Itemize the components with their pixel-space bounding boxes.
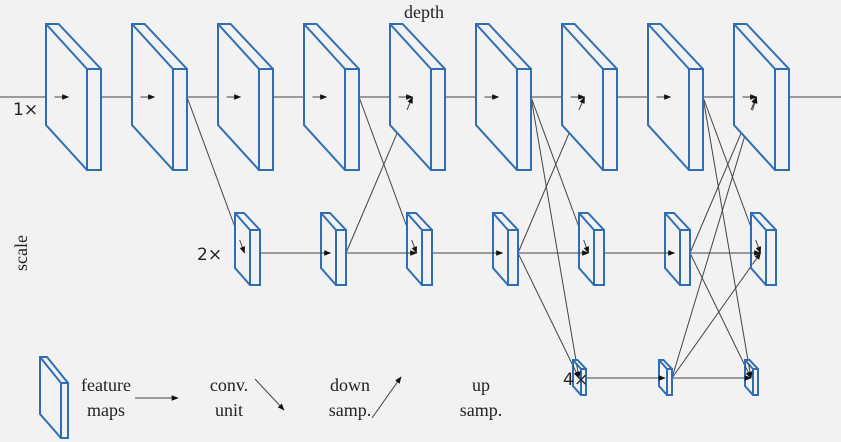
arrowhead-icon bbox=[744, 365, 752, 379]
legend-feature-maps-line2: maps bbox=[87, 400, 125, 420]
scale-axis-label: scale bbox=[11, 235, 31, 271]
legend-down-samp-line1: down bbox=[330, 375, 370, 395]
feature-map-block bbox=[45, 23, 102, 171]
legend-feature-map-icon bbox=[39, 356, 69, 439]
feature-map-block bbox=[217, 23, 274, 171]
arrowheads-layer bbox=[54, 94, 762, 381]
arrowhead-icon bbox=[755, 239, 761, 254]
down-edge bbox=[702, 96, 753, 379]
feature-map-block bbox=[389, 23, 446, 171]
feature-map-block bbox=[750, 212, 777, 286]
arrowhead-icon bbox=[583, 239, 589, 254]
feature-map-block bbox=[664, 212, 691, 286]
feature-map-block bbox=[561, 23, 618, 171]
depth-axis-label: depth bbox=[404, 2, 444, 22]
legend-conv-unit-line2: unit bbox=[215, 400, 243, 420]
feature-map-block bbox=[234, 212, 261, 286]
legend-conv-unit-line1: conv. bbox=[210, 375, 248, 395]
arrowhead-icon bbox=[406, 96, 413, 111]
feature-maps-layer bbox=[45, 23, 790, 396]
legend-down-arrow-icon bbox=[254, 378, 285, 411]
up-edge bbox=[671, 96, 758, 379]
feature-map-block bbox=[131, 23, 188, 171]
feature-map-block bbox=[406, 212, 433, 286]
legend-up-arrow-icon bbox=[371, 376, 402, 419]
feature-map-block bbox=[647, 23, 704, 171]
feature-map-block bbox=[578, 212, 605, 286]
up-edge bbox=[671, 252, 761, 379]
arrowhead-icon bbox=[572, 365, 580, 379]
legend-up-samp-line1: up bbox=[472, 375, 490, 395]
feature-map-block bbox=[475, 23, 532, 171]
arrowhead-icon bbox=[752, 252, 761, 265]
arrowhead-icon bbox=[751, 96, 758, 111]
feature-map-block bbox=[733, 23, 790, 171]
feature-map-block bbox=[492, 212, 519, 286]
feature-map-block bbox=[303, 23, 360, 171]
legend-up-samp-line2: samp. bbox=[460, 400, 503, 420]
arrowhead-icon bbox=[239, 239, 245, 254]
feature-map-block bbox=[320, 212, 347, 286]
down-edge bbox=[689, 252, 752, 379]
down-edge bbox=[517, 252, 580, 379]
legend: feature maps conv. unit down samp. up sa… bbox=[39, 356, 503, 439]
scale-2x-label: 2× bbox=[197, 245, 222, 265]
down-edge bbox=[530, 96, 581, 379]
legend-down-samp-line2: samp. bbox=[329, 400, 372, 420]
scale-1x-label: 1× bbox=[13, 100, 38, 120]
arrowhead-icon bbox=[578, 96, 585, 111]
scale-4x-label: 4× bbox=[563, 370, 588, 390]
legend-feature-maps-line1: feature bbox=[81, 375, 131, 395]
arrowhead-icon bbox=[411, 239, 417, 254]
